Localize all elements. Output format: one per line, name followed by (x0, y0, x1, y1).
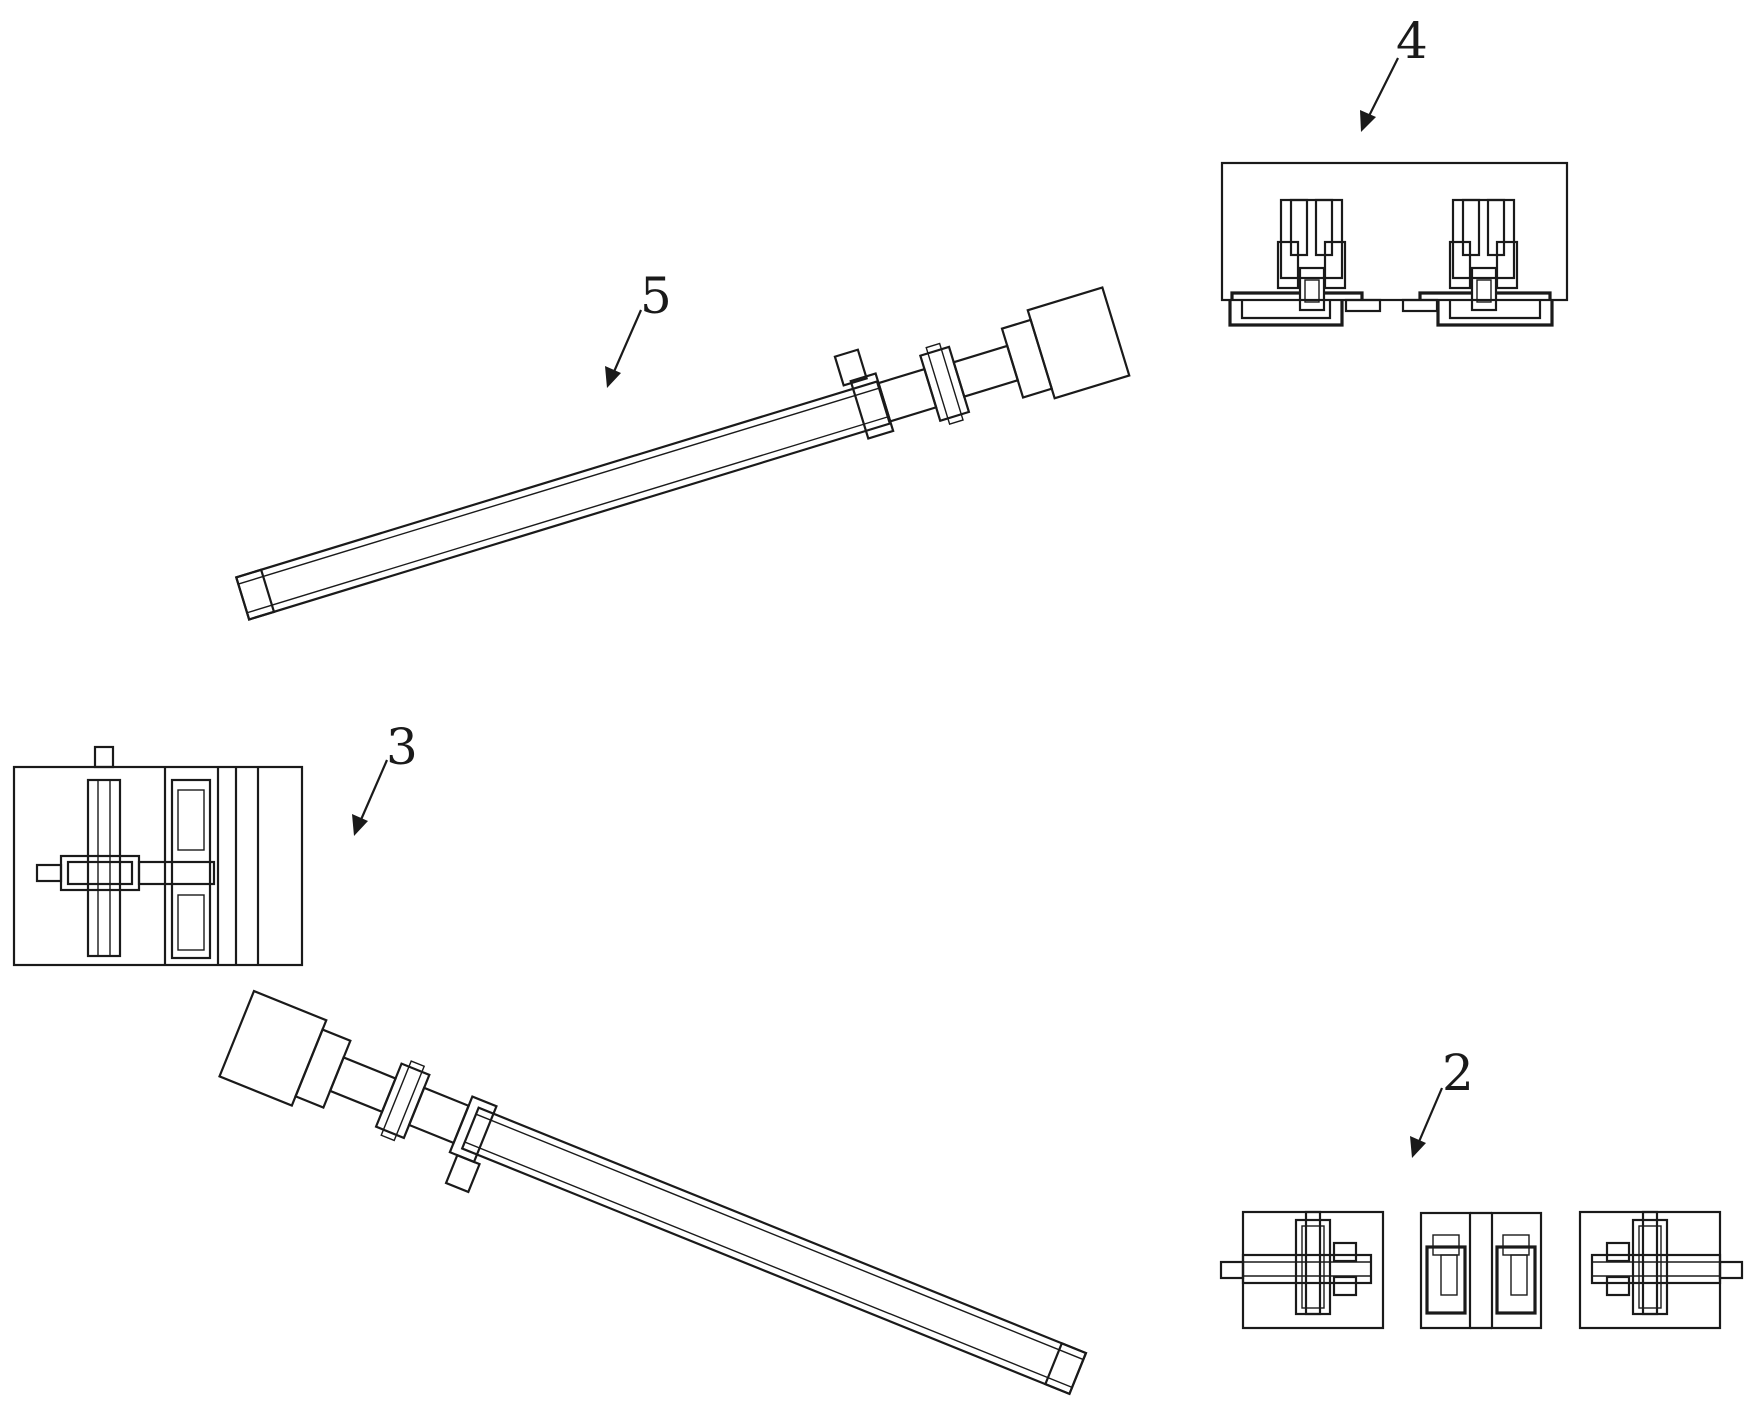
label-part-2: 2 (1442, 1044, 1474, 1102)
assembly-2 (1219, 1210, 1744, 1330)
assembly-4-gripper-left (1230, 198, 1364, 312)
assembly-2-module-left (1219, 1210, 1385, 1330)
assembly-4 (1220, 161, 1569, 327)
arm-5 (234, 286, 1131, 621)
assembly-4-gripper-right (1418, 198, 1552, 312)
arm-lower (218, 989, 1088, 1396)
assembly-2-module-right (1578, 1210, 1744, 1330)
label-part-3: 3 (386, 718, 418, 776)
assembly-3 (12, 745, 304, 967)
leader-arrow-3 (352, 759, 389, 836)
label-part-5: 5 (640, 267, 672, 325)
leader-arrow-2 (1410, 1087, 1444, 1158)
assembly-2-module-middle (1419, 1211, 1543, 1330)
leader-arrow-5 (605, 309, 643, 388)
leader-arrow-4 (1360, 57, 1399, 132)
label-part-4: 4 (1396, 12, 1428, 70)
